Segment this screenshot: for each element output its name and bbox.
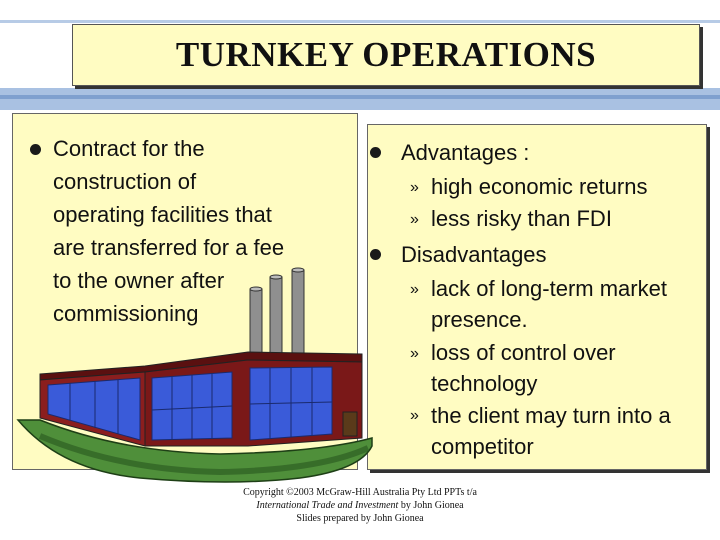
page-title: TURNKEY OPERATIONS: [175, 35, 597, 74]
disadvantage-item: loss of control over: [431, 340, 616, 365]
right-panel: Advantages : » high economic returns » l…: [367, 124, 707, 470]
definition-line: to the owner after: [53, 268, 225, 293]
definition-line: operating facilities that: [53, 202, 272, 227]
factory-door: [342, 411, 358, 437]
book-title: International Trade and Investment: [256, 500, 399, 511]
disadvantage-item: lack of long-term market: [431, 276, 667, 301]
header-band: [0, 88, 720, 110]
advantage-item: high economic returns: [431, 174, 648, 199]
definition-line: are transferred for a fee: [53, 235, 285, 260]
bullet-icon: [30, 144, 41, 155]
smokestack: [249, 288, 263, 362]
factory-window: [47, 377, 141, 441]
smokestack: [291, 269, 305, 357]
book-author: by John Gionea: [398, 500, 464, 511]
definition-line: construction of: [53, 169, 197, 194]
sub-bullet-icon: »: [410, 179, 419, 196]
sub-bullet-icon: »: [410, 211, 419, 228]
smokestack: [269, 276, 283, 360]
advantages-heading: Advantages :: [401, 140, 530, 165]
definition-line: Contract for the: [53, 136, 205, 161]
bullet-icon: [370, 249, 381, 260]
title-panel: TURNKEY OPERATIONS: [72, 24, 700, 86]
header-band-top: [0, 20, 720, 23]
copyright-footer: Copyright ©2003 McGraw-Hill Australia Pt…: [0, 486, 720, 525]
disadvantage-item-cont: presence.: [431, 307, 528, 332]
copyright-line: Copyright ©2003 McGraw-Hill Australia Pt…: [243, 487, 477, 498]
sub-bullet-icon: »: [410, 281, 419, 298]
disadvantage-item-cont: technology: [431, 371, 538, 396]
disadvantage-item: the client may turn into a: [431, 403, 671, 428]
ground-shadow: [38, 433, 370, 476]
disadvantages-heading: Disadvantages: [401, 242, 547, 267]
bullet-icon: [370, 147, 381, 158]
slides-credit-line: Slides prepared by John Gionea: [296, 513, 424, 524]
definition-line: commissioning: [53, 301, 199, 326]
advantage-item: less risky than FDI: [431, 206, 612, 231]
sub-bullet-icon: »: [410, 345, 419, 362]
book-credit-line: International Trade and Investment by Jo…: [0, 499, 720, 512]
header-band-line: [0, 95, 720, 99]
disadvantage-item-cont: competitor: [431, 434, 534, 459]
sub-bullet-icon: »: [410, 407, 419, 424]
